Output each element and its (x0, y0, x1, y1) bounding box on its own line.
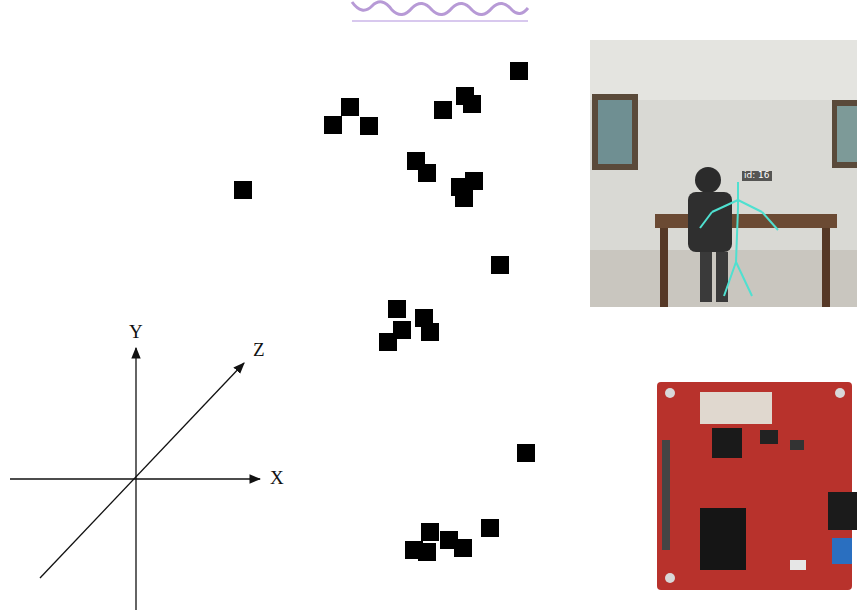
axis-label: Z (253, 340, 265, 361)
overlay-label: id: 16 (742, 171, 772, 181)
camera-photo (590, 40, 857, 307)
axis-label: Y (129, 322, 143, 343)
axis-label: X (270, 468, 284, 489)
point-cloud (234, 62, 535, 561)
axes (10, 348, 260, 610)
radar-board (657, 382, 857, 590)
watermark (352, 2, 528, 15)
